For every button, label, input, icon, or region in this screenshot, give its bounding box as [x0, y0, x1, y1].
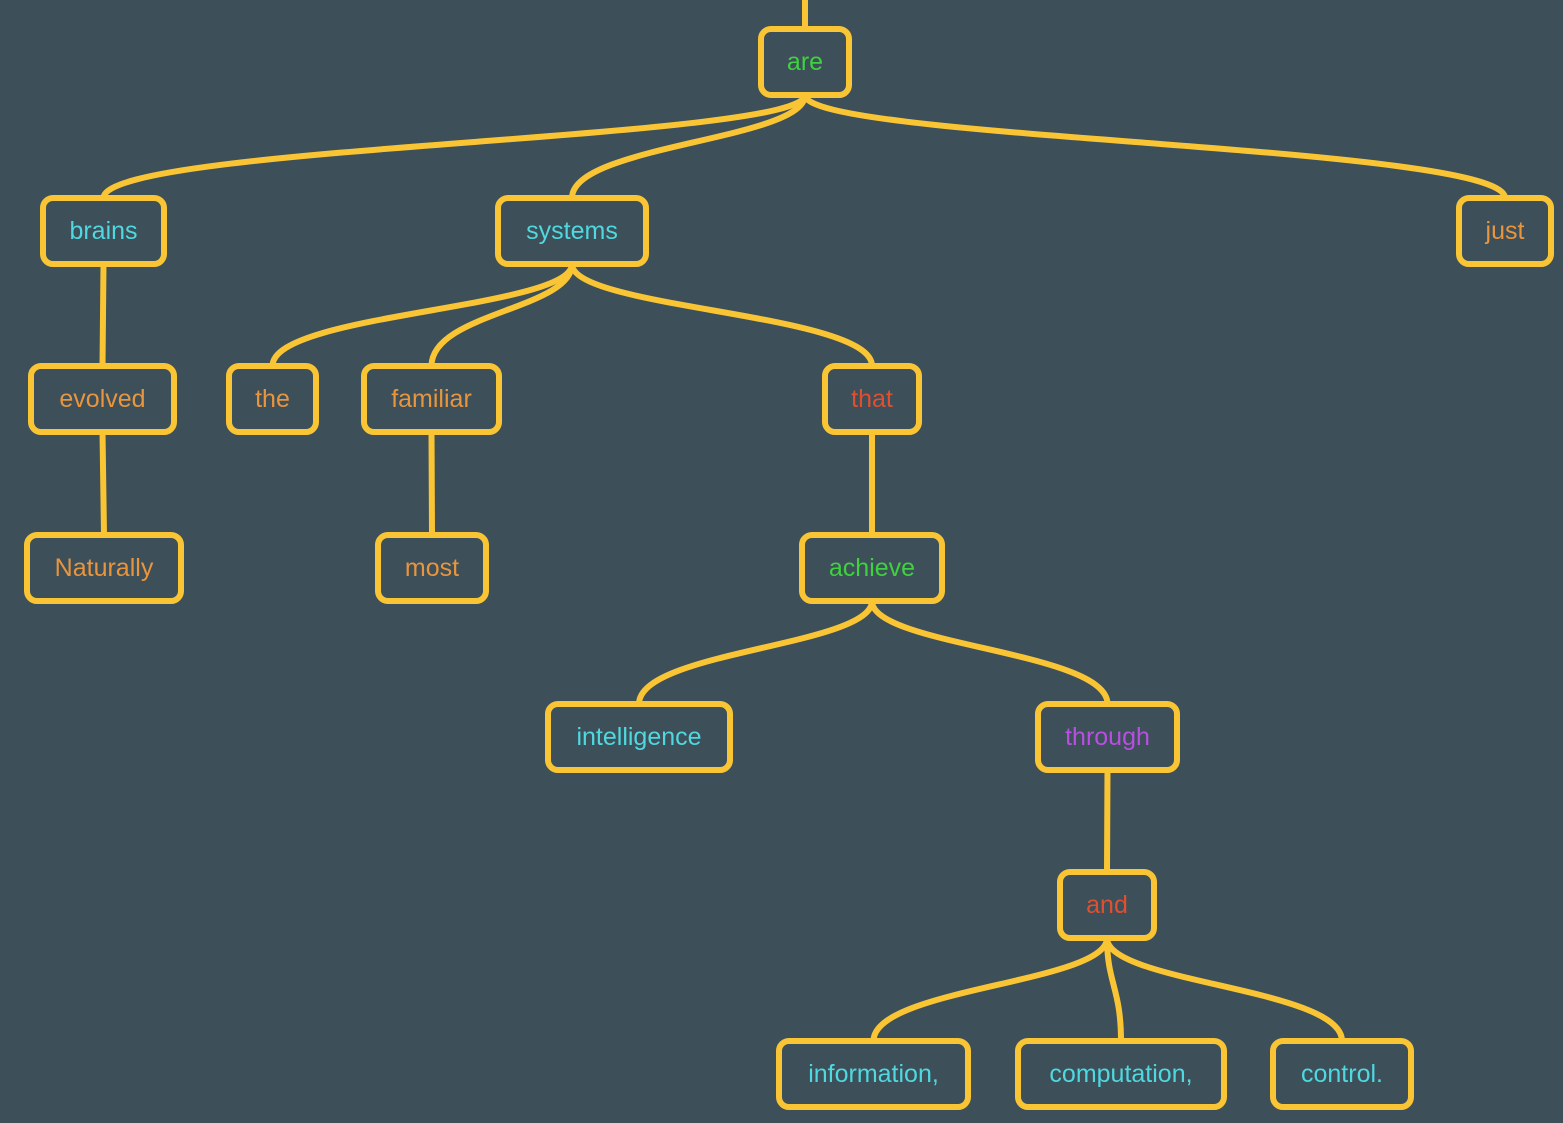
- edge: [869, 598, 1111, 707]
- node-label: most: [404, 553, 460, 582]
- node-label: systems: [526, 216, 618, 245]
- tree-node[interactable]: computation,: [1015, 1038, 1227, 1110]
- tree-node[interactable]: and: [1057, 869, 1157, 941]
- node-label: just: [1485, 216, 1525, 245]
- node-label: are: [786, 47, 824, 76]
- edge: [1104, 767, 1111, 875]
- tree-node[interactable]: through: [1035, 701, 1180, 773]
- edge: [1104, 935, 1124, 1044]
- node-label: computation,: [1049, 1059, 1193, 1088]
- edge: [269, 261, 575, 369]
- node-label: control.: [1301, 1059, 1383, 1088]
- tree-node[interactable]: are: [758, 26, 852, 98]
- node-label: evolved: [59, 384, 146, 413]
- tree-node[interactable]: achieve: [799, 532, 945, 604]
- tree-node[interactable]: evolved: [28, 363, 177, 435]
- tree-node[interactable]: most: [375, 532, 489, 604]
- edge: [870, 935, 1110, 1044]
- node-label: through: [1065, 722, 1150, 751]
- tree-node[interactable]: intelligence: [545, 701, 733, 773]
- tree-node[interactable]: control.: [1270, 1038, 1414, 1110]
- node-label: that: [851, 384, 893, 413]
- tree-node[interactable]: Naturally: [24, 532, 184, 604]
- edge: [100, 92, 808, 201]
- edge: [428, 261, 575, 369]
- edge: [636, 598, 875, 707]
- tree-node[interactable]: just: [1456, 195, 1554, 267]
- edge: [802, 92, 1508, 201]
- edge: [569, 261, 875, 369]
- node-label: information,: [808, 1059, 939, 1088]
- node-label: achieve: [828, 553, 916, 582]
- node-label: Naturally: [54, 553, 154, 582]
- tree-node[interactable]: that: [822, 363, 922, 435]
- node-label: intelligence: [576, 722, 702, 751]
- tree-node[interactable]: systems: [495, 195, 649, 267]
- edge: [1104, 935, 1345, 1044]
- edge: [99, 261, 107, 369]
- node-label: and: [1086, 890, 1128, 919]
- node-label: brains: [69, 216, 138, 245]
- edge: [99, 429, 107, 538]
- tree-node[interactable]: the: [226, 363, 319, 435]
- tree-node[interactable]: brains: [40, 195, 167, 267]
- edge: [428, 429, 435, 538]
- node-label: the: [255, 384, 290, 413]
- edge: [569, 92, 808, 201]
- node-label: familiar: [391, 384, 472, 413]
- tree-node[interactable]: information,: [776, 1038, 971, 1110]
- tree-node[interactable]: familiar: [361, 363, 502, 435]
